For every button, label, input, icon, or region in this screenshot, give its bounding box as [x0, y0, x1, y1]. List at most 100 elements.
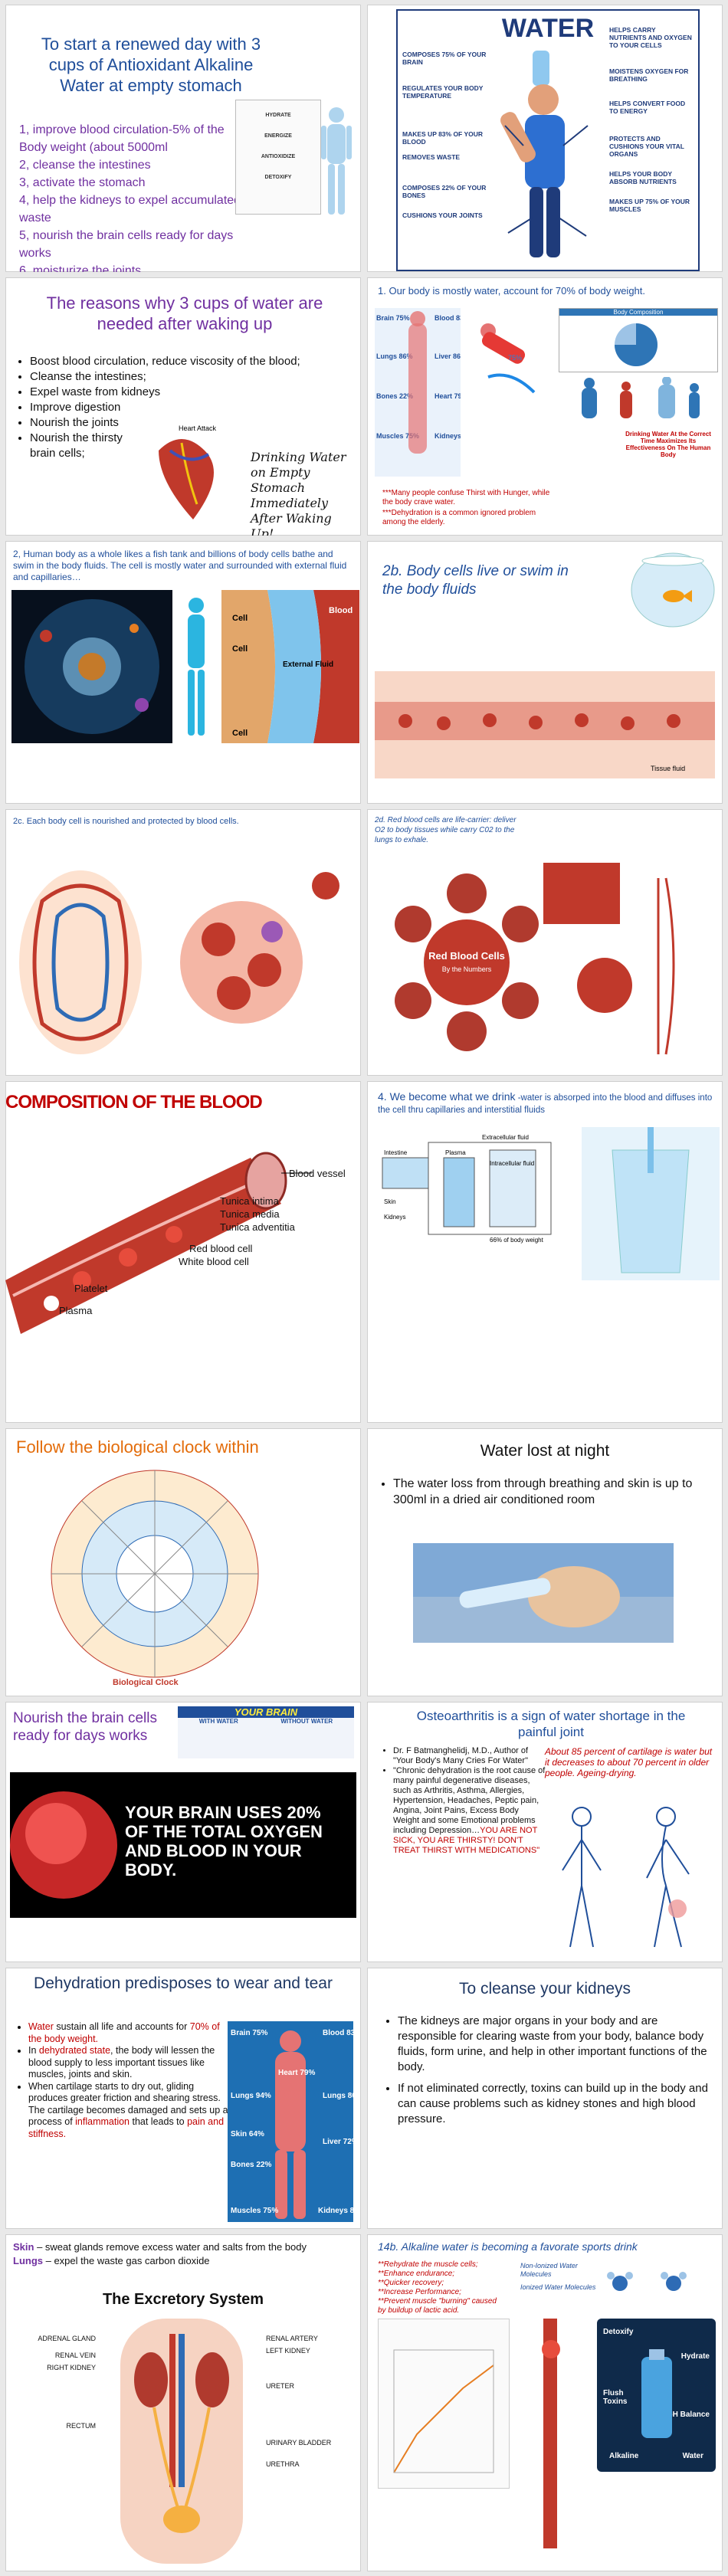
slide-title: COMPOSITION OF THE BLOOD — [5, 1092, 263, 1113]
runner-figure — [542, 2319, 560, 2548]
slide-title: Osteoarthritis is a sign of water shorta… — [416, 1709, 686, 1739]
svg-text:Extracellular fluid: Extracellular fluid — [482, 1134, 529, 1141]
slide-dehydration-wear: Dehydration predisposes to wear and tear… — [5, 1968, 361, 2229]
slide-title: 2b. Body cells live or swim in the body … — [382, 563, 569, 598]
dehydration-item: In dehydrated state, the body will lesse… — [28, 2045, 235, 2081]
organ-label: Brain 75% — [376, 314, 410, 322]
heart-illustration: Heart Attack — [159, 424, 217, 519]
body-percentages-panel: Brain 75%Blood 83%Lungs 86%Liver 86%Musc… — [375, 308, 477, 477]
diagram-title: The Excretory System — [102, 2291, 264, 2308]
brain-fact-banner: YOUR BRAIN USES 20% OF THE TOTAL OXYGEN … — [10, 1772, 356, 1918]
right-facts: HELPS CARRY NUTRIENTS AND OXYGEN TO YOUR… — [609, 26, 692, 213]
rbc-infographic: Red Blood Cells By the Numbers — [395, 863, 675, 1055]
blood-tissue-diagram: Tissue fluid — [375, 671, 715, 778]
svg-text:Kidneys: Kidneys — [384, 1214, 405, 1221]
svg-text:Cell: Cell — [232, 644, 248, 654]
reason-item: Improve digestion — [30, 400, 306, 415]
percent-label: 75% — [508, 354, 522, 362]
svg-text:Intracellular fluid: Intracellular fluid — [490, 1160, 534, 1167]
organ-label: Blood 83% — [435, 314, 461, 322]
drinking-woman-photo — [413, 1543, 674, 1643]
athlete-drinking-figure — [500, 51, 589, 257]
slide-title: The reasons why 3 cups of water are need… — [46, 293, 323, 333]
left-labels: ADRENAL GLAND RENAL VEIN RIGHT KIDNEY RE… — [38, 2335, 96, 2430]
slide-osteoarthritis: Osteoarthritis is a sign of water shorta… — [367, 1702, 723, 1962]
cell-illustration — [11, 590, 172, 743]
body-water-chart: Brain 75%Blood 83%Heart 79%Lungs 94%Lung… — [228, 2021, 361, 2222]
slide-biological-clock: Follow the biological clock within Biolo… — [5, 1428, 361, 1696]
slide-text: 2, Human body as a whole likes a fish ta… — [13, 549, 347, 582]
slide-title: Follow the biological clock within — [16, 1437, 259, 1457]
body-composition-chart: Body Composition — [559, 308, 718, 372]
muscle-chart — [378, 2319, 510, 2489]
slide-water-infographic: WATER COMPOSES 75% OF YOUR BRAIN REGULAT… — [367, 5, 723, 272]
dehydration-item: Water sustain all life and accounts for … — [28, 2021, 235, 2045]
svg-text:Biological Clock: Biological Clock — [113, 1678, 179, 1687]
organ-label: Lungs 94% — [231, 2092, 271, 2100]
benefit-item: 3, activate the stomach — [19, 176, 146, 189]
quote-item: Dr. F Batmanghelidj, M.D., Author of "Yo… — [393, 1746, 546, 1766]
slide-title: Dehydration predisposes to wear and tear — [34, 1975, 333, 1992]
svg-text:Intestine: Intestine — [384, 1149, 408, 1156]
organ-label: Liver 72% — [323, 2138, 353, 2146]
swimmer-figure: 75% — [480, 323, 536, 394]
slide-excretory-system: Skin – sweat glands remove excess water … — [5, 2234, 361, 2571]
cartilage-note: About 85 percent of cartilage is water b… — [545, 1746, 713, 1778]
slide-reasons-3-cups: The reasons why 3 cups of water are need… — [5, 277, 361, 536]
slide-text: 4. We become what we drink -water is abs… — [378, 1090, 713, 1115]
reason-item: Boost blood circulation, reduce viscosit… — [30, 354, 306, 369]
organ-label: Blood 83% — [323, 2029, 353, 2037]
svg-text:Skin: Skin — [384, 1198, 396, 1205]
slide-title: 1. Our body is mostly water, account for… — [378, 285, 646, 297]
organ-label: Heart 79% — [278, 2069, 315, 2077]
excretory-diagram — [120, 2319, 243, 2564]
slide-title: To cleanse your kidneys — [458, 1980, 631, 1998]
sports-notes: **Rehydrate the muscle cells; **Enhance … — [378, 2260, 497, 2315]
fact-item: The water loss from through breathing an… — [393, 1476, 715, 1508]
drinking-water-box: Drinking Water At the Correct Time Maxim… — [625, 431, 711, 458]
organ-label: Lungs 86% — [376, 352, 413, 360]
reason-item: Cleanse the intestines; — [30, 369, 306, 385]
organ-label: Muscles 75% — [231, 2207, 278, 2215]
svg-text:66% of body weight: 66% of body weight — [490, 1237, 544, 1244]
slide-red-blood-cells: 2d. Red blood cells are life-carrier: de… — [367, 809, 723, 1076]
slide-text: 2c. Each body cell is nourished and prot… — [13, 817, 239, 826]
note-dehydration: ***Dehydration is a common ignored probl… — [382, 509, 536, 526]
reason-item: Expel waste from kidneys — [30, 385, 306, 400]
dehydration-item: When cartilage starts to dry out, glidin… — [28, 2081, 235, 2141]
slide-alkaline-water-morning: To start a renewed day with 3 cups of An… — [5, 5, 361, 272]
quote-list: Dr. F Batmanghelidj, M.D., Author of "Yo… — [378, 1746, 546, 1856]
slide-cleanse-kidneys: To cleanse your kidneys The kidneys are … — [367, 1968, 723, 2229]
kidney-item: The kidneys are major organs in your bod… — [398, 2014, 720, 2075]
organ-label: Muscles 75% — [376, 432, 419, 440]
benefit-list: 1, improve blood circulation-5% of the B… — [19, 121, 249, 272]
layer-labels: Tunica intima Tunica media Tunica advent… — [220, 1195, 295, 1233]
svg-text:Tissue fluid: Tissue fluid — [651, 765, 685, 772]
slide-cells-swim: 2b. Body cells live or swim in the body … — [367, 541, 723, 804]
svg-text:Cell: Cell — [232, 729, 248, 738]
svg-text:External Fluid: External Fluid — [283, 660, 333, 669]
slide-body-mostly-water: 1. Our body is mostly water, account for… — [367, 277, 723, 536]
human-body-figure — [321, 107, 352, 215]
svg-text:By the Numbers: By the Numbers — [442, 965, 492, 973]
benefit-item: 5, nourish the brain cells ready for day… — [19, 229, 234, 260]
joint-pain-figures — [562, 1807, 690, 1948]
vessel-labels: Blood vessel — [289, 1168, 346, 1179]
kidney-list: The kidneys are major organs in your bod… — [382, 2014, 720, 2127]
left-facts: COMPOSES 75% OF YOUR BRAIN REGULATES YOU… — [402, 51, 487, 219]
quote-item: "Chronic dehydration is the root cause o… — [393, 1766, 546, 1856]
slide-title: 14b. Alkaline water is becoming a favora… — [378, 2240, 638, 2253]
slide-text: 2d. Red blood cells are life-carrier: de… — [375, 816, 516, 844]
poster-title: WATER — [501, 14, 595, 43]
fact-list: The water loss from through breathing an… — [378, 1476, 715, 1508]
slide-cells-nourished: 2c. Each body cell is nourished and prot… — [5, 809, 361, 1076]
benefit-item: 4, help the kidneys to expel accumulated… — [19, 194, 241, 224]
slide-title: Nourish the brain cells ready for days w… — [13, 1710, 157, 1744]
molecule-labels: Non-Ionized Water Molecules Ionized Wate… — [520, 2262, 596, 2291]
circulation-diagram — [19, 870, 339, 1054]
note-thirst: ***Many people confuse Thirst with Hunge… — [382, 489, 550, 506]
water-glass-illustration — [582, 1127, 720, 1280]
slide-composition-of-blood: COMPOSITION OF THE BLOOD Blood vessel Tu… — [5, 1081, 361, 1423]
